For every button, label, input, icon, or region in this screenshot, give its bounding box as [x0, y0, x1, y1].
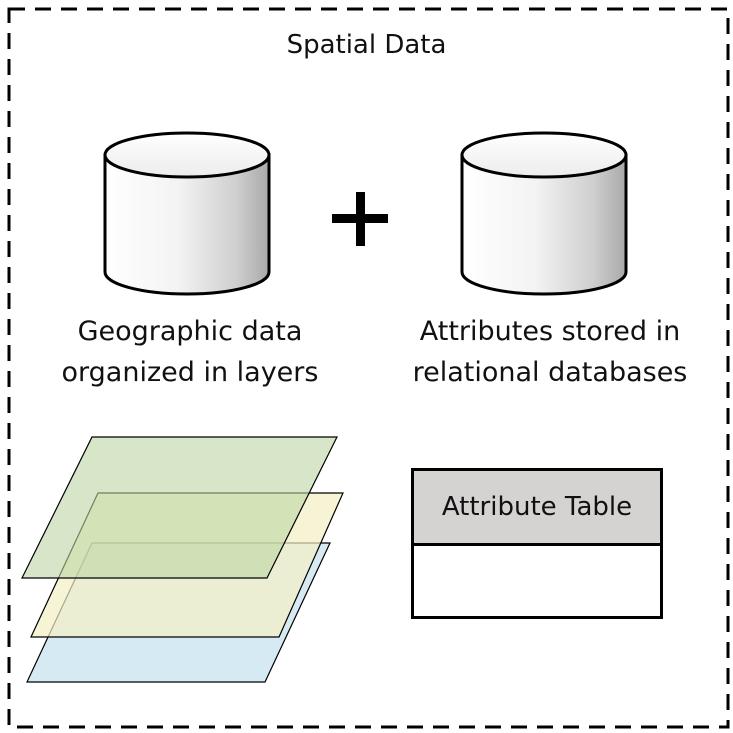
database-icon-geographic — [103, 131, 271, 296]
caption-line: Attributes stored in — [419, 316, 681, 347]
map-layers-stack — [21, 436, 344, 683]
attribute-table-header: Attribute Table — [414, 471, 660, 546]
diagram-title: Spatial Data — [286, 30, 447, 60]
dashed-frame — [7, 7, 730, 729]
caption-line: Geographic data — [77, 316, 303, 347]
attribute-table-body — [414, 546, 660, 616]
attribute-table: Attribute Table — [411, 468, 663, 619]
layer-top — [21, 436, 338, 579]
attributes-caption: Attributes stored in relational database… — [390, 311, 710, 393]
geographic-data-caption: Geographic data organized in layers — [40, 311, 340, 393]
database-icon-attributes — [460, 131, 628, 296]
caption-line: organized in layers — [61, 357, 319, 388]
plus-icon — [332, 192, 388, 246]
caption-line: relational databases — [412, 357, 688, 388]
